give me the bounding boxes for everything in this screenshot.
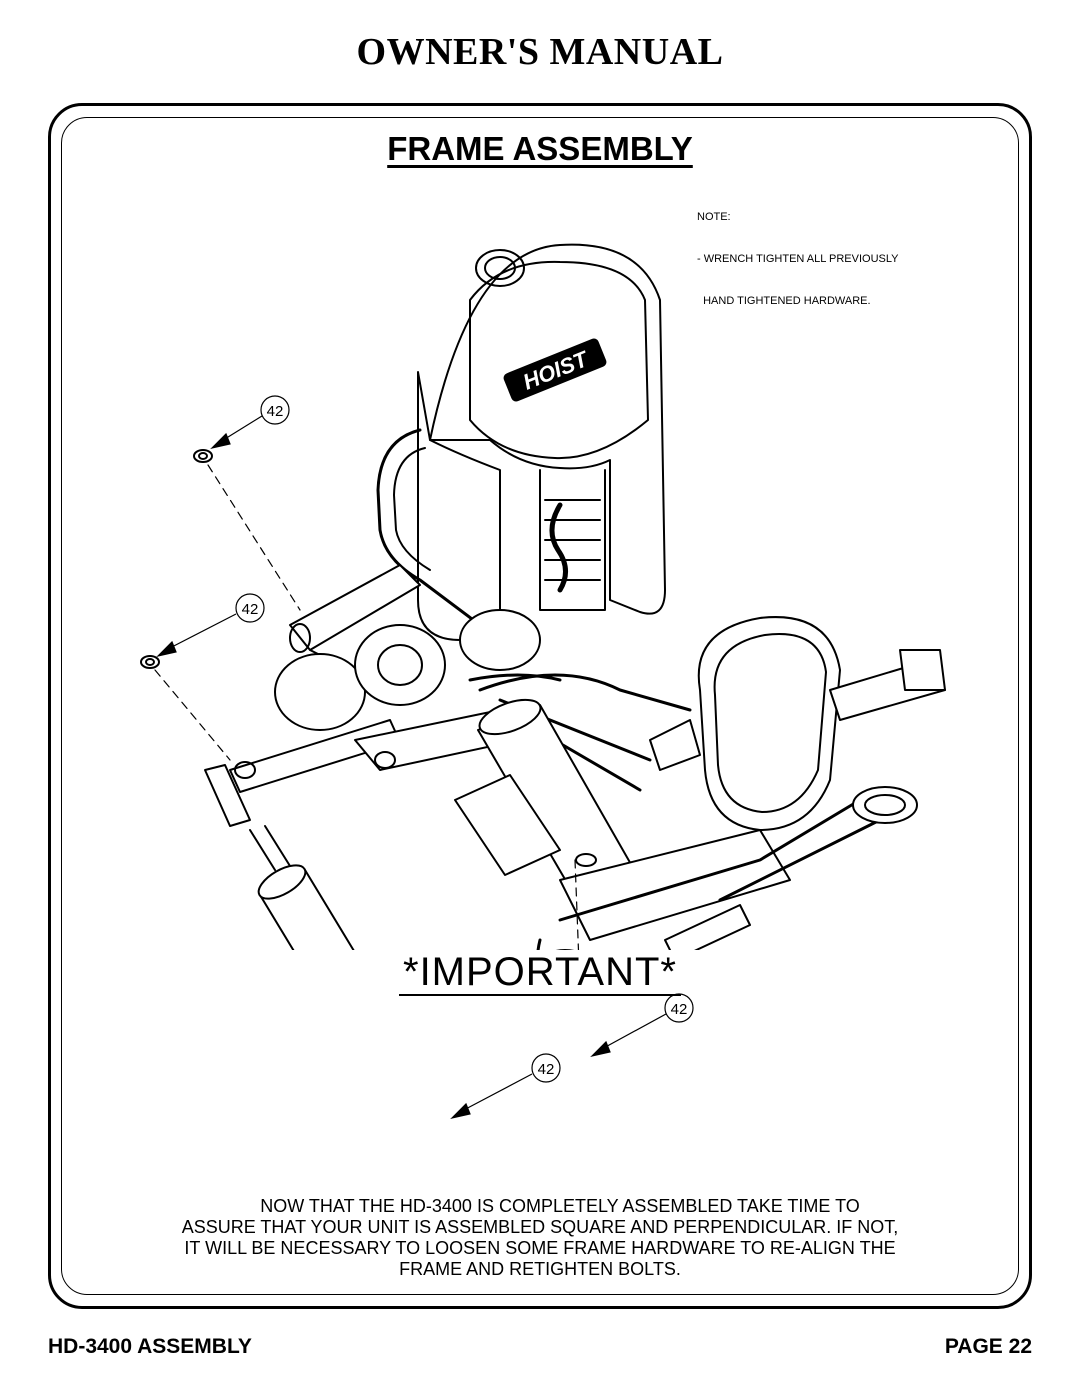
end-cap: [575, 853, 597, 867]
callout-42-b: 42: [156, 593, 265, 658]
footer-page-number: PAGE 22: [944, 1335, 1032, 1358]
callout-layer: 42 42 42 42: [156, 395, 694, 1120]
machine-assembly-drawing: HOIST: [140, 243, 946, 950]
callout-42-d: 42: [450, 1053, 561, 1120]
base-frame: [536, 798, 882, 950]
important-heading: *IMPORTANT*: [0, 950, 1080, 996]
important-line-2: ASSURE THAT YOUR UNIT IS ASSEMBLED SQUAR…: [181, 1217, 899, 1237]
seat: [559, 616, 841, 941]
callout-number: 42: [538, 1061, 555, 1078]
cap-washer: [140, 655, 160, 669]
leg-roller: [249, 825, 355, 950]
important-heading-text: *IMPORTANT*: [399, 950, 681, 996]
handle-grip: [664, 904, 751, 950]
page-border-outer: [48, 103, 1032, 1309]
important-line-4: FRAME AND RETIGHTEN BOLTS.: [399, 1259, 681, 1279]
page-border-inner: [61, 117, 1019, 1295]
footer-model: HD-3400 ASSEMBLY: [48, 1335, 252, 1358]
assembly-note: NOTE: - WRENCH TIGHTEN ALL PREVIOUSLY HA…: [697, 182, 899, 322]
range-of-motion-plate: [274, 609, 541, 731]
note-line-1: - WRENCH TIGHTEN ALL PREVIOUSLY: [697, 253, 899, 265]
note-line-2: HAND TIGHTENED HARDWARE.: [697, 295, 871, 307]
weight-stack-housing: [417, 243, 666, 641]
callout-42-c: 42: [590, 993, 694, 1058]
callout-number: 42: [671, 1001, 688, 1018]
callout-42-a: 42: [210, 395, 290, 450]
cap-washer: [193, 449, 213, 463]
important-message: NOW THAT THE HD-3400 IS COMPLETELY ASSEM…: [90, 1196, 990, 1280]
base-foot: [852, 786, 918, 824]
note-heading: NOTE:: [697, 211, 731, 223]
roller-pad-lower: [454, 774, 561, 876]
important-line-3: IT WILL BE NECESSARY TO LOOSEN SOME FRAM…: [184, 1238, 896, 1258]
callout-number: 42: [267, 403, 284, 420]
important-line-1: NOW THAT THE HD-3400 IS COMPLETELY ASSEM…: [260, 1196, 860, 1216]
main-frame: [468, 673, 692, 792]
assembly-dashed-lines: [154, 464, 580, 950]
callout-number: 42: [242, 601, 259, 618]
section-title: FRAME ASSEMBLY: [387, 130, 693, 167]
manual-title: OWNER'S MANUAL: [356, 31, 724, 73]
